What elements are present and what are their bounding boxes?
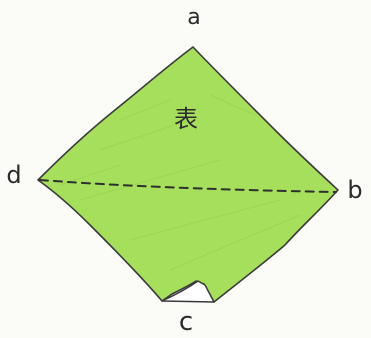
paper-sheet-front bbox=[37, 46, 339, 303]
face-label-front: 表 bbox=[174, 105, 198, 133]
folded-flap-back bbox=[161, 280, 215, 303]
vertex-label-c: c bbox=[179, 307, 193, 337]
vertex-label-a: a bbox=[187, 5, 200, 30]
fold-line-dashed bbox=[39, 179, 337, 193]
vertex-label-d: d bbox=[6, 161, 21, 189]
vertex-label-b: b bbox=[347, 176, 362, 204]
